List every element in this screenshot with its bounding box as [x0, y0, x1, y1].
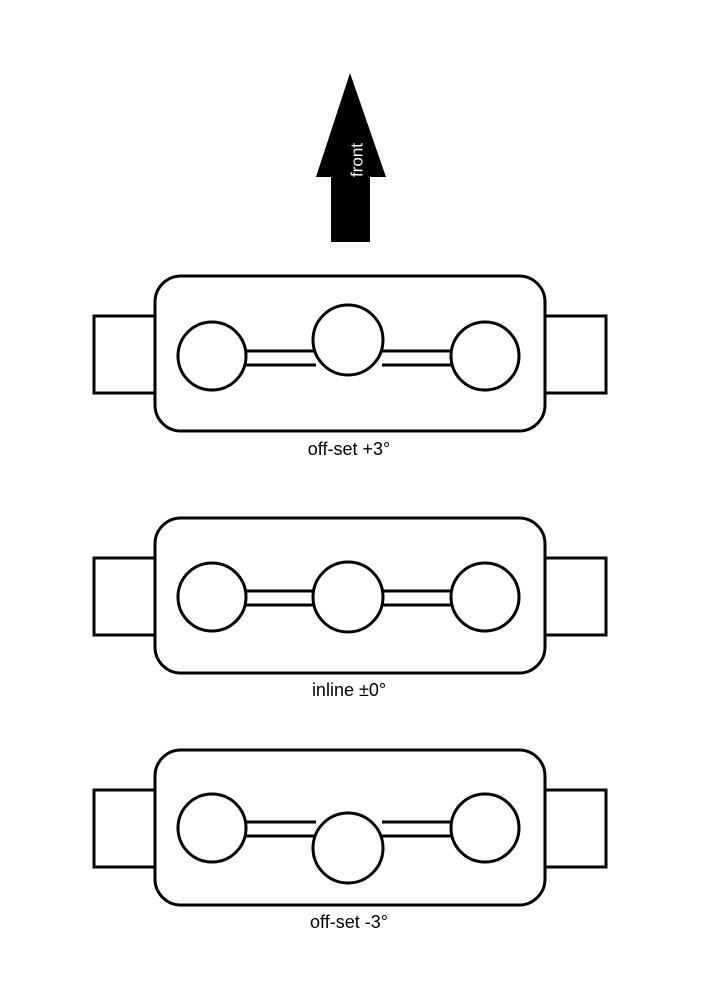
config-offset-plus-3: off-set +3° [92, 274, 608, 459]
right-mount-tab [542, 556, 608, 637]
connecting-bars [245, 589, 452, 607]
config-caption: off-set +3° [308, 439, 390, 459]
right-mount-tab [542, 314, 608, 395]
middle-hole [311, 560, 385, 634]
right-mount-tab [542, 788, 608, 869]
left-hole [176, 320, 248, 392]
config-caption: off-set -3° [310, 912, 388, 932]
left-hole [176, 792, 248, 864]
left-mount-tab [92, 556, 158, 637]
left-mount-tab [92, 314, 158, 395]
config-offset-minus-3: off-set -3° [92, 748, 608, 932]
config-caption: inline ±0° [312, 680, 386, 700]
right-hole [449, 792, 521, 864]
left-hole [176, 561, 248, 633]
front-arrow-shape [316, 73, 386, 242]
right-hole [449, 320, 521, 392]
left-mount-tab [92, 788, 158, 869]
front-direction-arrow: front [316, 73, 386, 242]
config-inline-0: inline ±0° [92, 516, 608, 700]
right-hole [449, 561, 521, 633]
connecting-bars [245, 820, 452, 838]
front-arrow-label: front [347, 143, 366, 177]
middle-hole [311, 811, 385, 885]
middle-hole [311, 303, 385, 377]
connecting-bars [245, 349, 452, 367]
